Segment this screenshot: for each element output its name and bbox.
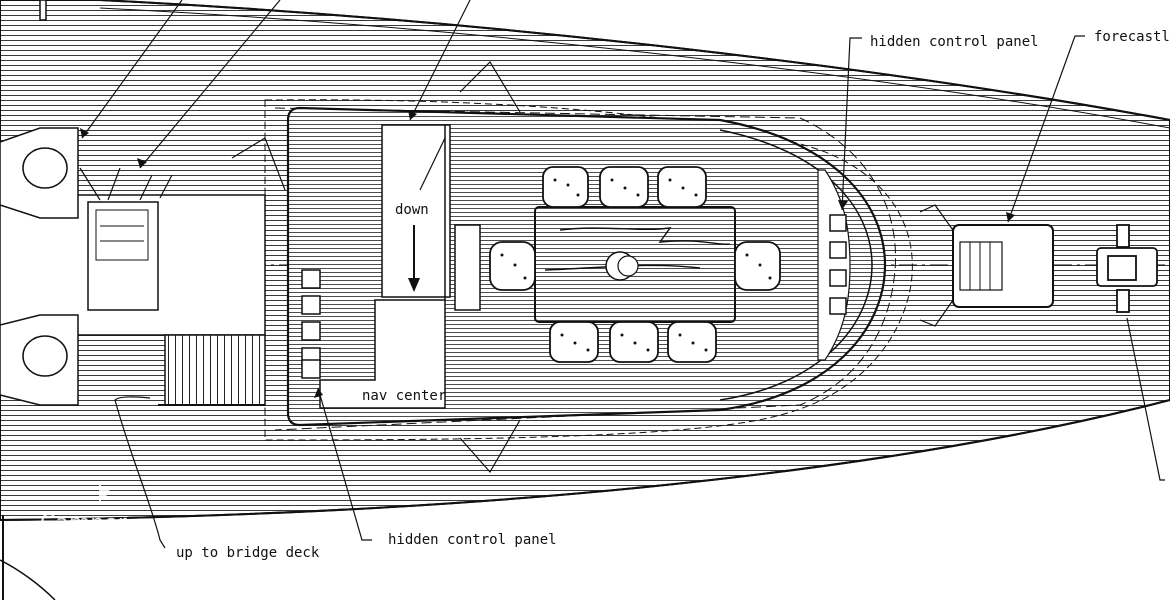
chair-cushion-dots	[500, 178, 772, 352]
watermark-text: Camper	[40, 511, 128, 536]
companionway	[381, 124, 451, 298]
table-pedestal-inner	[617, 255, 639, 277]
bridge-stairs	[164, 334, 266, 406]
winch-upper	[0, 127, 79, 219]
forecastle-door-upper	[919, 204, 961, 241]
vent-door-left	[79, 167, 121, 201]
deckhouse-inner-line	[719, 129, 873, 401]
leader-arrowheads	[80, 110, 1015, 398]
wing-door-top-left	[231, 137, 286, 191]
nav-center	[319, 299, 446, 409]
anchor-windlass	[1096, 224, 1158, 313]
wing-door-bottom	[459, 419, 521, 474]
nav-center-label: nav center	[362, 388, 446, 404]
forecastle-hatch-inner	[959, 241, 1003, 291]
leader-lines	[81, 0, 1165, 549]
hatch-inner	[95, 209, 149, 261]
label-up-to-bridge-deck: up to bridge deck	[176, 545, 320, 561]
watermark-logo	[99, 483, 112, 505]
hull-outline-lower	[0, 399, 1170, 521]
dashed-canopy-outline-2	[274, 107, 897, 431]
control-panel-left-extra	[301, 359, 321, 379]
stern-lower-outline	[0, 559, 56, 600]
forecastle-door-lower	[919, 289, 961, 327]
top-left-fitting	[39, 0, 47, 21]
vent-door-right	[139, 174, 173, 201]
down-label: down	[395, 202, 429, 218]
forecastle-hatch-slats	[969, 242, 991, 290]
wing-door-top	[459, 61, 521, 113]
dashed-canopy-outline	[264, 99, 913, 441]
label-forecastle: forecastle	[1094, 29, 1170, 45]
label-hidden-control-panel-bottom: hidden control panel	[388, 532, 557, 548]
winch-lower	[0, 314, 79, 406]
control-panel-right	[829, 214, 847, 315]
hull-inner-line-upper	[99, 7, 1170, 129]
label-hidden-control-panel-top: hidden control panel	[870, 34, 1039, 50]
down-arrow-head	[408, 278, 420, 292]
nav-side-panel	[454, 224, 481, 311]
hull-outline-upper	[99, 0, 1170, 121]
